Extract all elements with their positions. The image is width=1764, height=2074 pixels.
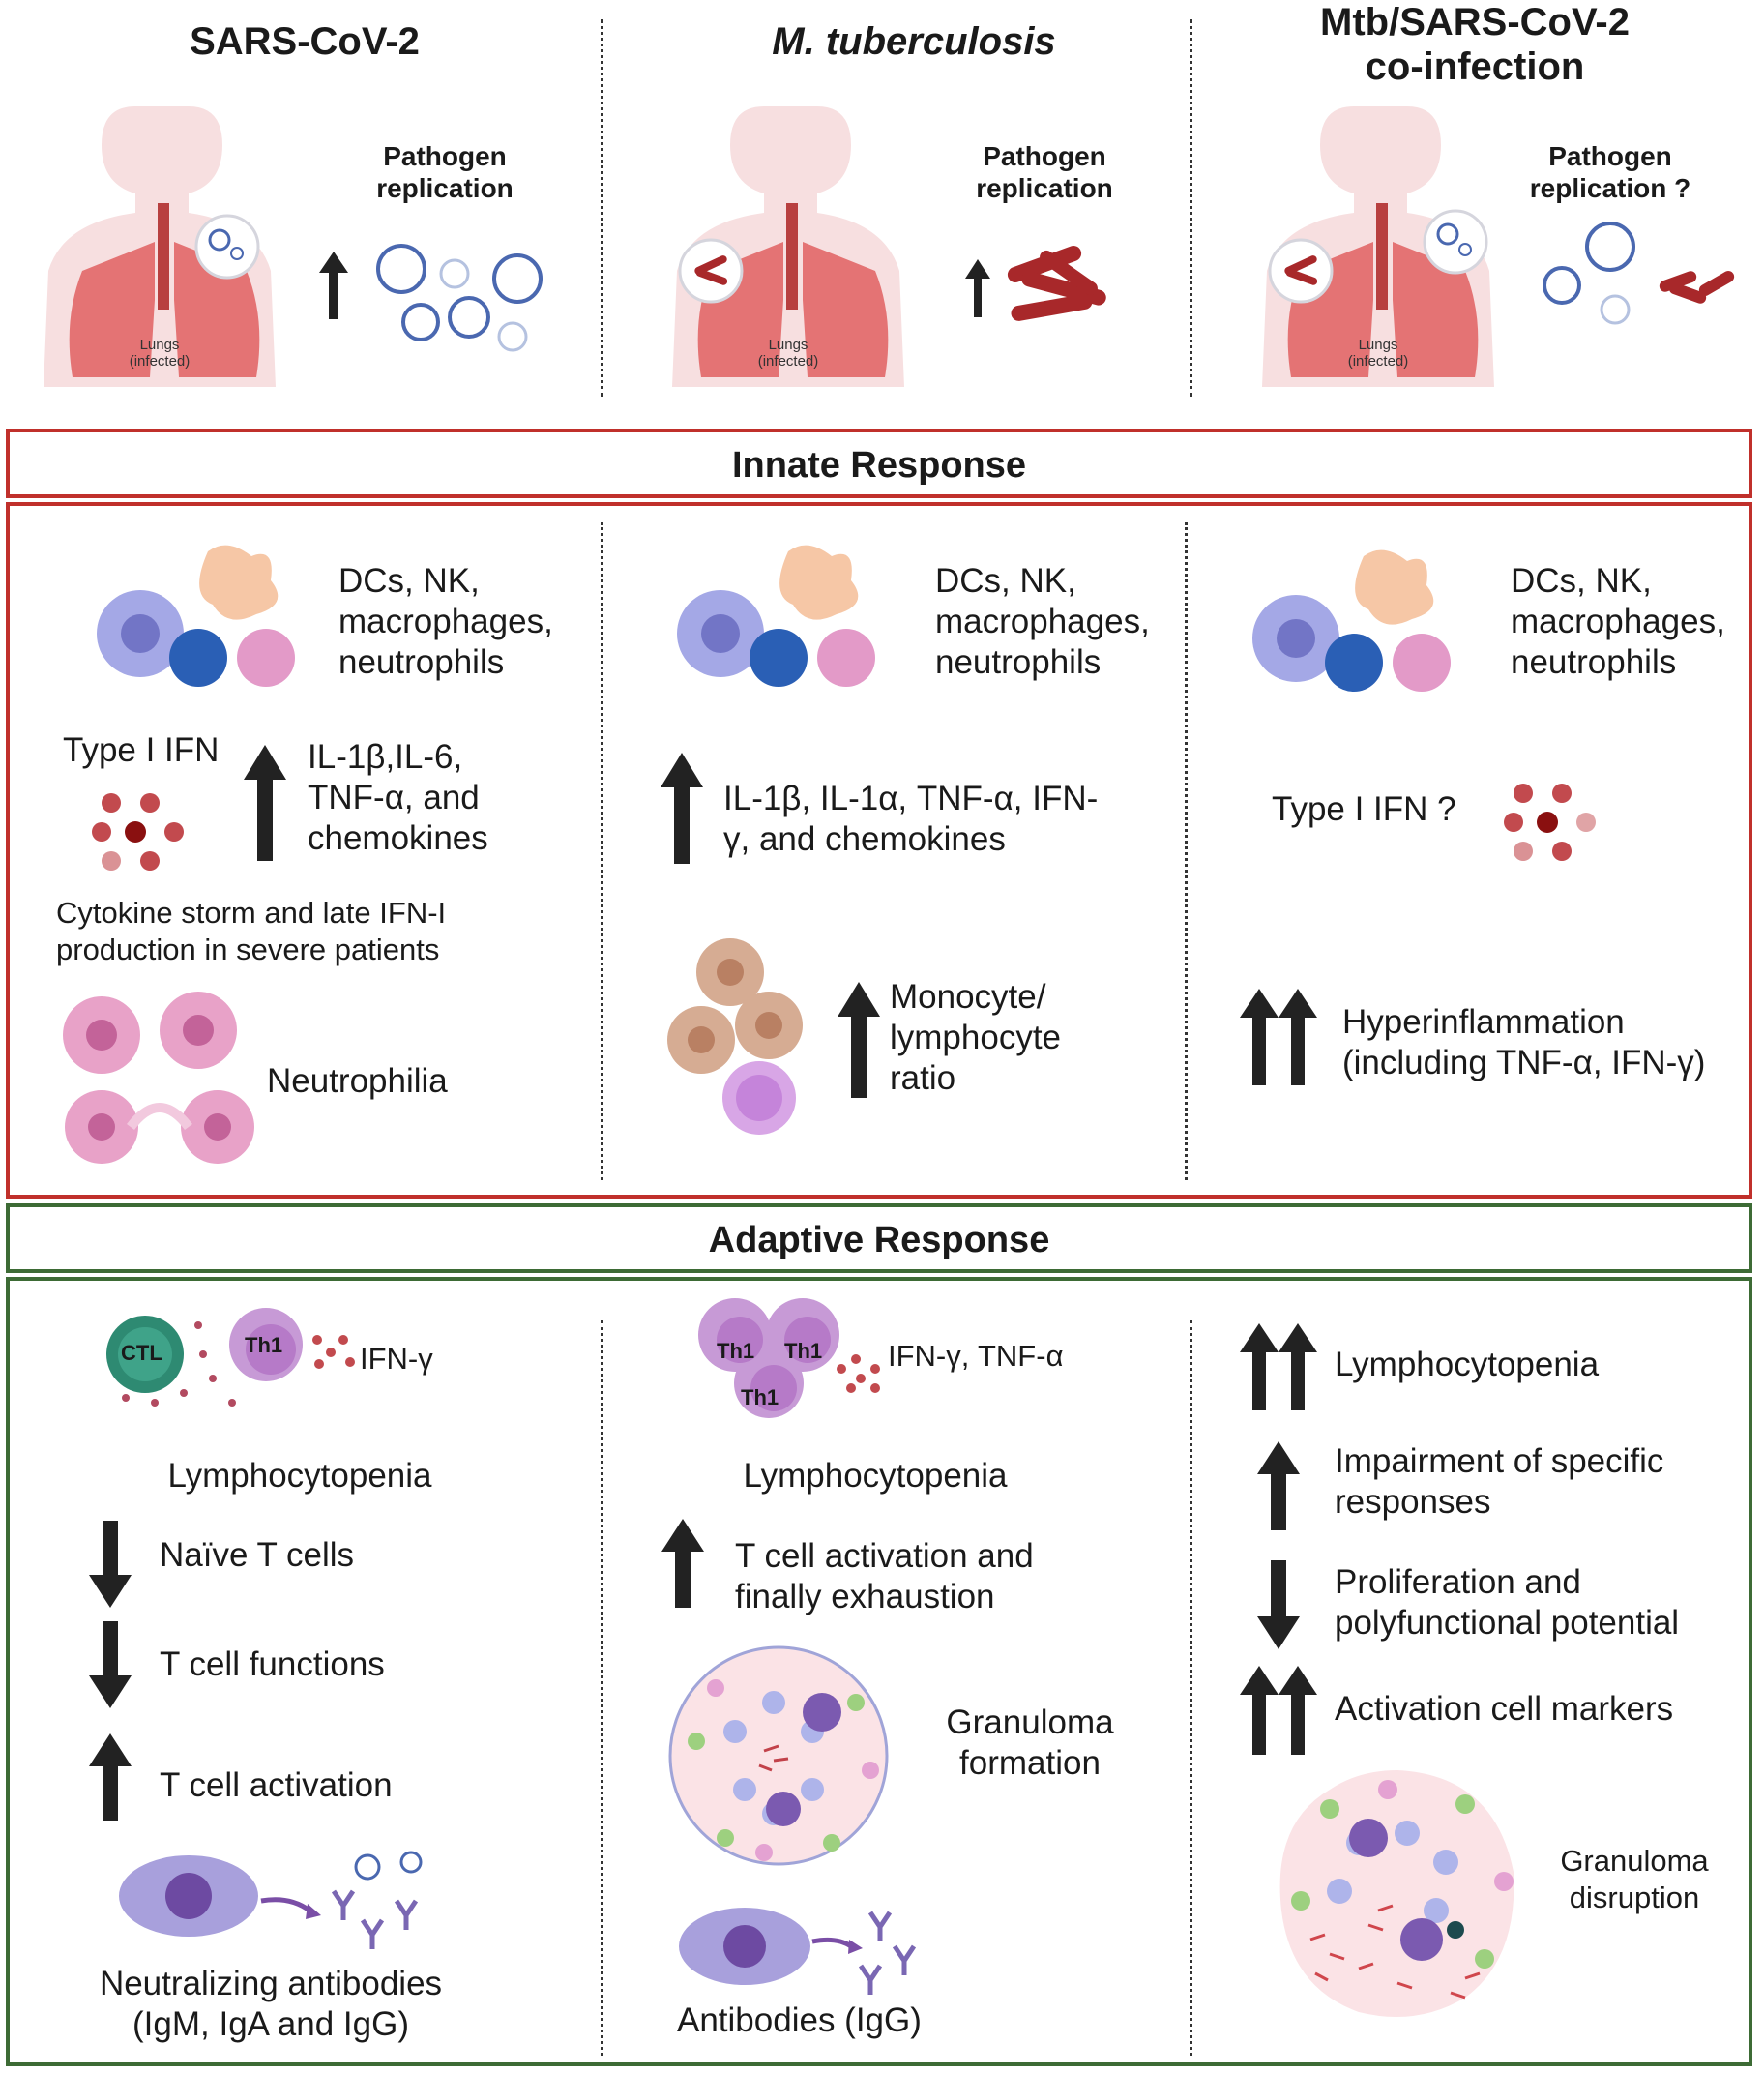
up-arrow-icon [1257,1441,1300,1530]
plasma-cell-antibodies-icon [119,1851,423,1949]
column-title-mtb: M. tuberculosis [772,20,1056,63]
header-divider-2 [1190,19,1192,397]
innate-title: Innate Response [731,445,1027,486]
up-arrow-icon [965,259,990,317]
neutrophilia-label: Neutrophilia [267,1062,448,1100]
innate-header-box: Innate Response [6,429,1752,498]
innate-ifn-label-3: Type I IFN ? [1272,790,1456,828]
bacteria-cluster-icon [1007,246,1106,321]
proliferation-label: Proliferation and polyfunctional potenti… [1335,1563,1680,1642]
granuloma-formation-label: Granuloma formation [946,1704,1114,1782]
adaptive-ifn-label-1: IFN-γ [360,1342,433,1376]
th1-label: Th1 [784,1339,823,1363]
innate-cells-label-2: DCs, NK, macrophages, neutrophils [935,562,1150,681]
lungs-illustration-mtb [672,106,904,387]
neutrophils-icon [63,992,254,1164]
double-up-arrow-icon [1240,1323,1317,1410]
adaptive-ifn-label-2: IFN-γ, TNF-α [888,1339,1064,1373]
lungs-label-mtb: Lungs (infected) [757,337,819,370]
lymphocytopenia-label-3: Lymphocytopenia [1335,1346,1600,1383]
virus-cluster-icon [376,244,543,352]
up-arrow-icon [319,252,348,319]
adaptive-divider-1 [601,1320,603,2056]
column-title-coinfection: Mtb/SARS-CoV-2 co-infection [1320,1,1630,88]
column-title-sars: SARS-CoV-2 [190,20,420,63]
activation-markers-label: Activation cell markers [1335,1690,1674,1728]
t-cell-functions-label: T cell functions [160,1645,385,1683]
lymphocytopenia-label-1: Lymphocytopenia [167,1457,432,1495]
innate-cells-label-1: DCs, NK, macrophages, neutrophils [338,562,553,681]
immune-cells-icon [677,545,875,687]
immune-cells-icon [97,545,295,687]
double-up-arrow-icon [1240,1666,1317,1755]
naive-t-cells-label: Naïve T cells [160,1536,355,1574]
pathogen-label-mtb: Pathogen replication [976,141,1113,203]
adaptive-body-box [6,1277,1752,2066]
granuloma-icon [668,1645,889,1866]
granuloma-disruption-icon [1279,1770,1514,2017]
th1-label: Th1 [245,1333,283,1357]
monocyte-ratio-label: Monocyte/ lymphocyte ratio [890,978,1062,1097]
cytokine-dots-icon [1504,784,1596,861]
plasma-cell-antibodies-icon [679,1908,917,1995]
up-arrow-icon [661,753,703,864]
neutralizing-antibodies-label: Neutralizing antibodies (IgM, IgA and Ig… [99,1965,443,2043]
down-arrow-icon [89,1521,132,1608]
impairment-label: Impairment of specific responses [1335,1442,1664,1521]
adaptive-title: Adaptive Response [708,1220,1050,1260]
pathogen-label-sars: Pathogen replication [376,141,514,203]
pathogen-label-coinfection: Pathogen replication ? [1529,141,1691,203]
granuloma-disruption-label: Granuloma disruption [1560,1844,1709,1914]
innate-cytokines-label-1: IL-1β,IL-6, TNF-α, and chemokines [308,738,488,857]
up-arrow-icon [244,745,286,861]
innate-body-box [6,502,1752,1199]
innate-cytokines-label-2: IL-1β, IL-1α, TNF-α, IFN- γ, and chemoki… [723,780,1099,858]
cytokine-storm-label: Cytokine storm and late IFN-I production… [56,896,447,966]
hyperinflammation-label: Hyperinflammation (including TNF-α, IFN-… [1342,1003,1706,1081]
th1-label: Th1 [741,1385,779,1409]
antibodies-igg-label: Antibodies (IgG) [677,2001,922,2039]
monocytes-icon [667,938,803,1135]
innate-ifn-label-1: Type I IFN [63,731,220,769]
up-arrow-icon [838,982,880,1098]
down-arrow-icon [1257,1560,1300,1649]
t-cell-activation-exhaustion-label: T cell activation and finally exhaustion [735,1537,1034,1615]
lungs-illustration-coinfection [1262,106,1494,387]
ctl-th1-cells-icon [106,1308,355,1407]
up-arrow-icon [662,1519,704,1608]
lungs-label-sars: Lungs (infected) [129,337,191,370]
adaptive-header-box: Adaptive Response [6,1203,1752,1273]
ctl-label: CTL [121,1341,162,1365]
pathogen-mix-icon [1543,222,1735,325]
header-divider-1 [601,19,603,397]
double-up-arrow-icon [1240,989,1317,1085]
down-arrow-icon [89,1621,132,1708]
immune-cells-icon [1252,549,1451,692]
innate-divider-1 [601,522,603,1180]
up-arrow-icon [89,1733,132,1821]
lungs-illustration-sars [44,106,276,387]
th1-label: Th1 [717,1339,755,1363]
adaptive-divider-2 [1190,1320,1192,2056]
lungs-label-coinfection: Lungs (infected) [1347,337,1409,370]
th1-cells-icon [698,1298,880,1418]
t-cell-activation-label: T cell activation [160,1766,393,1804]
cytokine-dots-icon [92,793,184,871]
innate-divider-2 [1185,522,1188,1180]
innate-cells-label-3: DCs, NK, macrophages, neutrophils [1511,562,1725,681]
lymphocytopenia-label-2: Lymphocytopenia [743,1457,1008,1495]
